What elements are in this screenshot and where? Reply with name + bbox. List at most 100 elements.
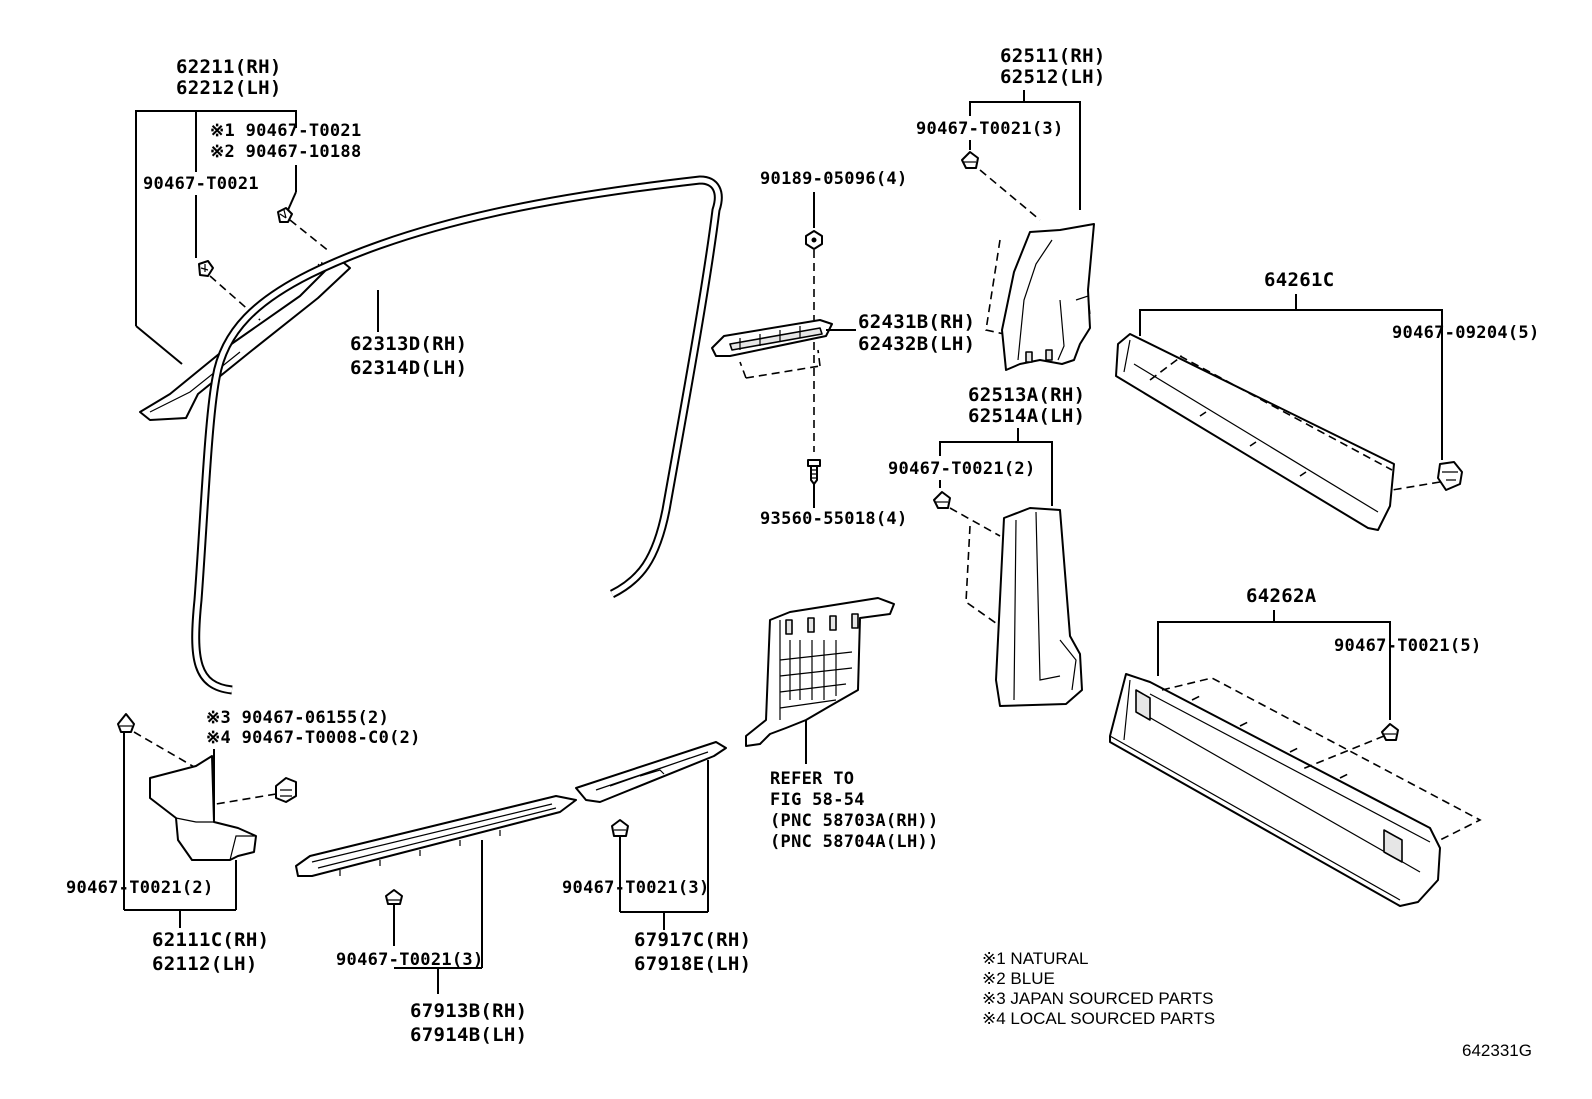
- label-62513: 62513A(RH): [968, 384, 1085, 406]
- note-3: ※3 JAPAN SOURCED PARTS: [982, 989, 1214, 1008]
- dash-retainer: [1391, 481, 1441, 491]
- label-bu-clip: 90467-T0021(3): [916, 119, 1064, 139]
- rear-scuff-ridge: [595, 751, 709, 791]
- b-pillar-lower-edge: [1013, 511, 1077, 701]
- label-62112: 62112(LH): [152, 953, 258, 975]
- dash-bu-clip: [979, 169, 1041, 221]
- clip-icon: [277, 207, 293, 223]
- label-s3-clip: ※3 90467-06155(2): [206, 708, 389, 728]
- label-refer-4: (PNC 58704A(LH)): [770, 832, 939, 852]
- leader-64261: [1139, 309, 1443, 460]
- label-62313: 62313D(RH): [350, 333, 467, 355]
- label-62431: 62431B(RH): [858, 311, 975, 333]
- label-62212: 62212(LH): [176, 77, 282, 99]
- refer-bracket-group: REFER TO FIG 58-54 (PNC 58703A(RH)) (PNC…: [745, 597, 939, 852]
- assist-grip-ribs: [739, 326, 801, 350]
- label-bl-clip: 90467-T0021(2): [888, 459, 1036, 479]
- kick-panel-group: ※3 90467-06155(2) ※4 90467-T0008-C0(2) 9…: [66, 708, 421, 975]
- label-s1-clip: ※1 90467-T0021: [210, 121, 362, 141]
- weatherstrip-group: 62313D(RH) 62314D(LH): [191, 175, 723, 695]
- rear-garnish-group: 64261C 90467-09204(5): [1115, 269, 1539, 531]
- label-62432: 62432B(LH): [858, 333, 975, 355]
- label-62211: 62211(RH): [176, 56, 282, 78]
- label-62512: 62512(LH): [1000, 66, 1106, 88]
- dash-grip-cover: [739, 349, 821, 379]
- clip-icon: [611, 819, 629, 837]
- screw-icon: [807, 459, 821, 485]
- lower-sill-group: 64262A 90467-T0021(5): [1109, 585, 1482, 907]
- label-64262: 64262A: [1246, 585, 1317, 607]
- dash-bl-outline: [965, 525, 1001, 627]
- clip-icon: [961, 151, 979, 169]
- label-64261: 64261C: [1264, 269, 1334, 291]
- assist-grip-group: 90189-05096(4) 62431B(RH) 62432B(LH) 935…: [711, 169, 975, 529]
- label-90189: 90189-05096(4): [760, 169, 908, 189]
- notes-legend: ※1 NATURAL ※2 BLUE ※3 JAPAN SOURCED PART…: [982, 949, 1215, 1028]
- assist-grip-top: [729, 327, 823, 351]
- label-67917: 67917C(RH): [634, 929, 751, 951]
- nut-icon: [805, 230, 823, 250]
- kick-panel-edge: [175, 817, 256, 861]
- note-2: ※2 BLUE: [982, 969, 1055, 988]
- lower-sill-vent-left: [1135, 689, 1151, 721]
- grommet-icon: [275, 777, 297, 803]
- weatherstrip: [191, 175, 723, 695]
- front-scuff-tabs: [339, 830, 501, 876]
- label-67914: 67914B(LH): [410, 1024, 527, 1046]
- note-1: ※1 NATURAL: [982, 949, 1089, 968]
- label-scuff-clip: 90467-T0021(3): [336, 950, 484, 970]
- front-scuff-group: 90467-T0021(3) 67913B(RH) 67914B(LH): [295, 795, 577, 1046]
- a-pillar-garnish-group: 62211(RH) 62212(LH) ※1 90467-T0021 ※2 90…: [135, 56, 362, 421]
- leader-62211-tip: [135, 325, 183, 365]
- lower-sill-vent-right: [1383, 829, 1403, 863]
- label-62314: 62314D(LH): [350, 357, 467, 379]
- retainer-icon: [1437, 461, 1463, 491]
- label-62514: 62514A(LH): [968, 405, 1085, 427]
- label-refer-2: FIG 58-54: [770, 790, 865, 810]
- b-pillar-upper-tabs: [1025, 349, 1053, 363]
- dash-clip-1: [289, 219, 331, 253]
- leader-s-clip-2: [287, 191, 297, 211]
- label-rscuff-clip: 90467-T0021(3): [562, 878, 710, 898]
- label-62111: 62111C(RH): [152, 929, 269, 951]
- console-bracket-slots: [785, 613, 859, 635]
- dash-lower-sill: [1161, 677, 1482, 841]
- label-62511: 62511(RH): [1000, 45, 1106, 67]
- b-pillar-lower-group: 62513A(RH) 62514A(LH) 90467-T0021(2): [888, 384, 1085, 707]
- lower-sill-edge: [1109, 679, 1431, 901]
- label-93560: 93560-55018(4): [760, 509, 908, 529]
- figure-number: 642331G: [1462, 1041, 1532, 1060]
- weatherstrip-inner: [193, 177, 721, 693]
- label-67913: 67913B(RH): [410, 1000, 527, 1022]
- label-rr-clip: 90467-T0021(5): [1334, 636, 1482, 656]
- label-s4-clip: ※4 90467-T0008-C0(2): [206, 728, 421, 748]
- dash-bl-clip: [949, 507, 1001, 537]
- clip-icon: [1381, 723, 1399, 741]
- dash-kick-clip: [133, 731, 197, 769]
- rear-scuff-group: 90467-T0021(3) 67917C(RH) 67918E(LH): [562, 741, 751, 975]
- label-refer-3: (PNC 58703A(RH)): [770, 811, 939, 831]
- label-a-pillar-clip: 90467-T0021: [143, 174, 259, 194]
- label-67918: 67918E(LH): [634, 953, 751, 975]
- kick-panel: [149, 755, 257, 861]
- console-bracket-ribs: [779, 620, 853, 720]
- b-pillar-upper-group: 62511(RH) 62512(LH) 90467-T0021(3): [916, 45, 1106, 371]
- b-pillar-lower: [995, 507, 1083, 707]
- dash-rear-garnish: [1149, 355, 1393, 477]
- dash-bu-outline: [985, 239, 1005, 335]
- front-scuff-ridge: [311, 803, 557, 869]
- clip-icon: [117, 713, 135, 733]
- label-s2-clip: ※2 90467-10188: [210, 142, 362, 162]
- leader-62211: [135, 110, 297, 326]
- clip-icon: [385, 889, 403, 905]
- note-4: ※4 LOCAL SOURCED PARTS: [982, 1009, 1215, 1028]
- rear-garnish-edge: [1123, 339, 1379, 513]
- a-pillar-garnish: [139, 257, 351, 421]
- b-pillar-upper-edge: [1017, 239, 1091, 361]
- label-refer-1: REFER TO: [770, 769, 854, 789]
- label-kick-clip: 90467-T0021(2): [66, 878, 214, 898]
- rear-garnish: [1115, 333, 1395, 531]
- clip-icon: [198, 260, 214, 277]
